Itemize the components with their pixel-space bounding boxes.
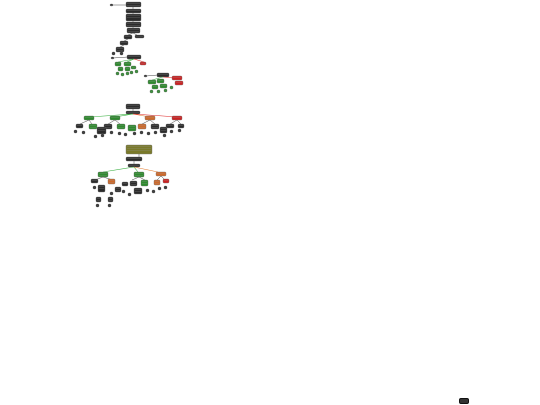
graph-node-31[interactable] (174, 80, 184, 86)
graph-node-9[interactable] (119, 40, 129, 46)
graph-edge-25 (114, 119, 121, 125)
graph-node-83[interactable] (114, 186, 122, 193)
graph-node-45[interactable] (88, 123, 98, 130)
graph-node-42[interactable] (144, 115, 156, 121)
graph-node-14[interactable] (126, 54, 142, 60)
graph-node-76[interactable] (107, 178, 116, 185)
graph-node-73[interactable] (133, 171, 145, 178)
graph-node-74[interactable] (155, 171, 167, 177)
graph-edge-18 (89, 113, 134, 118)
graph-node-19[interactable] (124, 66, 131, 72)
graph-edge-23 (88, 119, 93, 125)
graph-node-1[interactable] (109, 3, 114, 7)
graph-edge-28 (169, 119, 178, 125)
graph-edge-13 (133, 58, 145, 63)
graph-edge-33 (133, 166, 139, 173)
graph-node-77[interactable] (121, 181, 129, 187)
graph-node-72[interactable] (97, 171, 109, 178)
graph-node-38[interactable] (125, 103, 141, 110)
graph-node-50[interactable] (165, 123, 175, 129)
graph-edge-24 (107, 119, 116, 125)
graph-edge-22 (79, 119, 90, 125)
graph-node-15[interactable] (114, 61, 122, 67)
graph-node-16[interactable] (123, 61, 132, 67)
graph-node-2[interactable] (125, 1, 142, 8)
graph-node-70[interactable] (125, 156, 143, 162)
graph-edge-8 (123, 38, 129, 42)
graph-node-48[interactable] (137, 123, 147, 130)
graph-node-78[interactable] (129, 180, 138, 187)
graph-node-84[interactable] (133, 187, 143, 195)
graph-node-26[interactable] (143, 74, 148, 78)
graph-node-80[interactable] (153, 179, 161, 186)
graph-node-27[interactable] (156, 72, 170, 78)
graph-edge-10 (112, 56, 129, 59)
graph-edge-14 (145, 74, 159, 77)
graph-node-13[interactable] (110, 56, 115, 60)
graph-node-54[interactable] (159, 126, 168, 134)
graph-node-5[interactable] (125, 21, 142, 28)
graph-node-47[interactable] (116, 123, 126, 130)
graph-edge-32 (102, 166, 135, 173)
graph-node-79[interactable] (140, 179, 149, 187)
graph-edge-34 (133, 166, 159, 173)
graph-node-30[interactable] (171, 75, 183, 81)
graph-node-93[interactable] (95, 196, 102, 203)
graph-edge-21 (132, 113, 179, 118)
graph-edge-38 (138, 176, 146, 181)
graph-edge-9 (119, 44, 125, 48)
graph-edge-29 (176, 119, 182, 125)
graph-node-81[interactable] (162, 178, 170, 184)
graph-edge-12 (126, 58, 135, 63)
graph-edge-7 (132, 32, 138, 36)
graph-node-10[interactable] (115, 46, 125, 53)
graph-node-44[interactable] (75, 123, 84, 129)
graph-node-18[interactable] (117, 66, 124, 72)
graph-node-6[interactable] (126, 27, 141, 34)
graph-node-75[interactable] (90, 178, 99, 184)
graph-node-33[interactable] (159, 83, 168, 89)
graph-node-28[interactable] (147, 79, 157, 85)
graph-node-41[interactable] (109, 115, 121, 121)
graph-node-7[interactable] (123, 34, 133, 40)
graph-edge-27 (149, 119, 156, 125)
graph-node-3[interactable] (125, 8, 142, 14)
graph-node-49[interactable] (150, 123, 160, 130)
graph-node-51[interactable] (177, 123, 185, 129)
graph-node-94[interactable] (107, 196, 114, 203)
zoom-control-icon[interactable] (459, 398, 469, 404)
graph-node-29[interactable] (156, 78, 165, 84)
graph-edge-11 (117, 58, 135, 63)
graph-edge-39 (156, 175, 162, 181)
graph-edge-26 (141, 119, 151, 125)
graph-node-40[interactable] (83, 115, 95, 121)
graph-node-32[interactable] (151, 84, 159, 90)
graph-edge-15 (151, 76, 164, 81)
graph-edge-6 (127, 32, 134, 36)
graph-node-43[interactable] (171, 115, 183, 121)
graph-node-53[interactable] (127, 124, 137, 132)
graph-edge-37 (131, 176, 140, 181)
